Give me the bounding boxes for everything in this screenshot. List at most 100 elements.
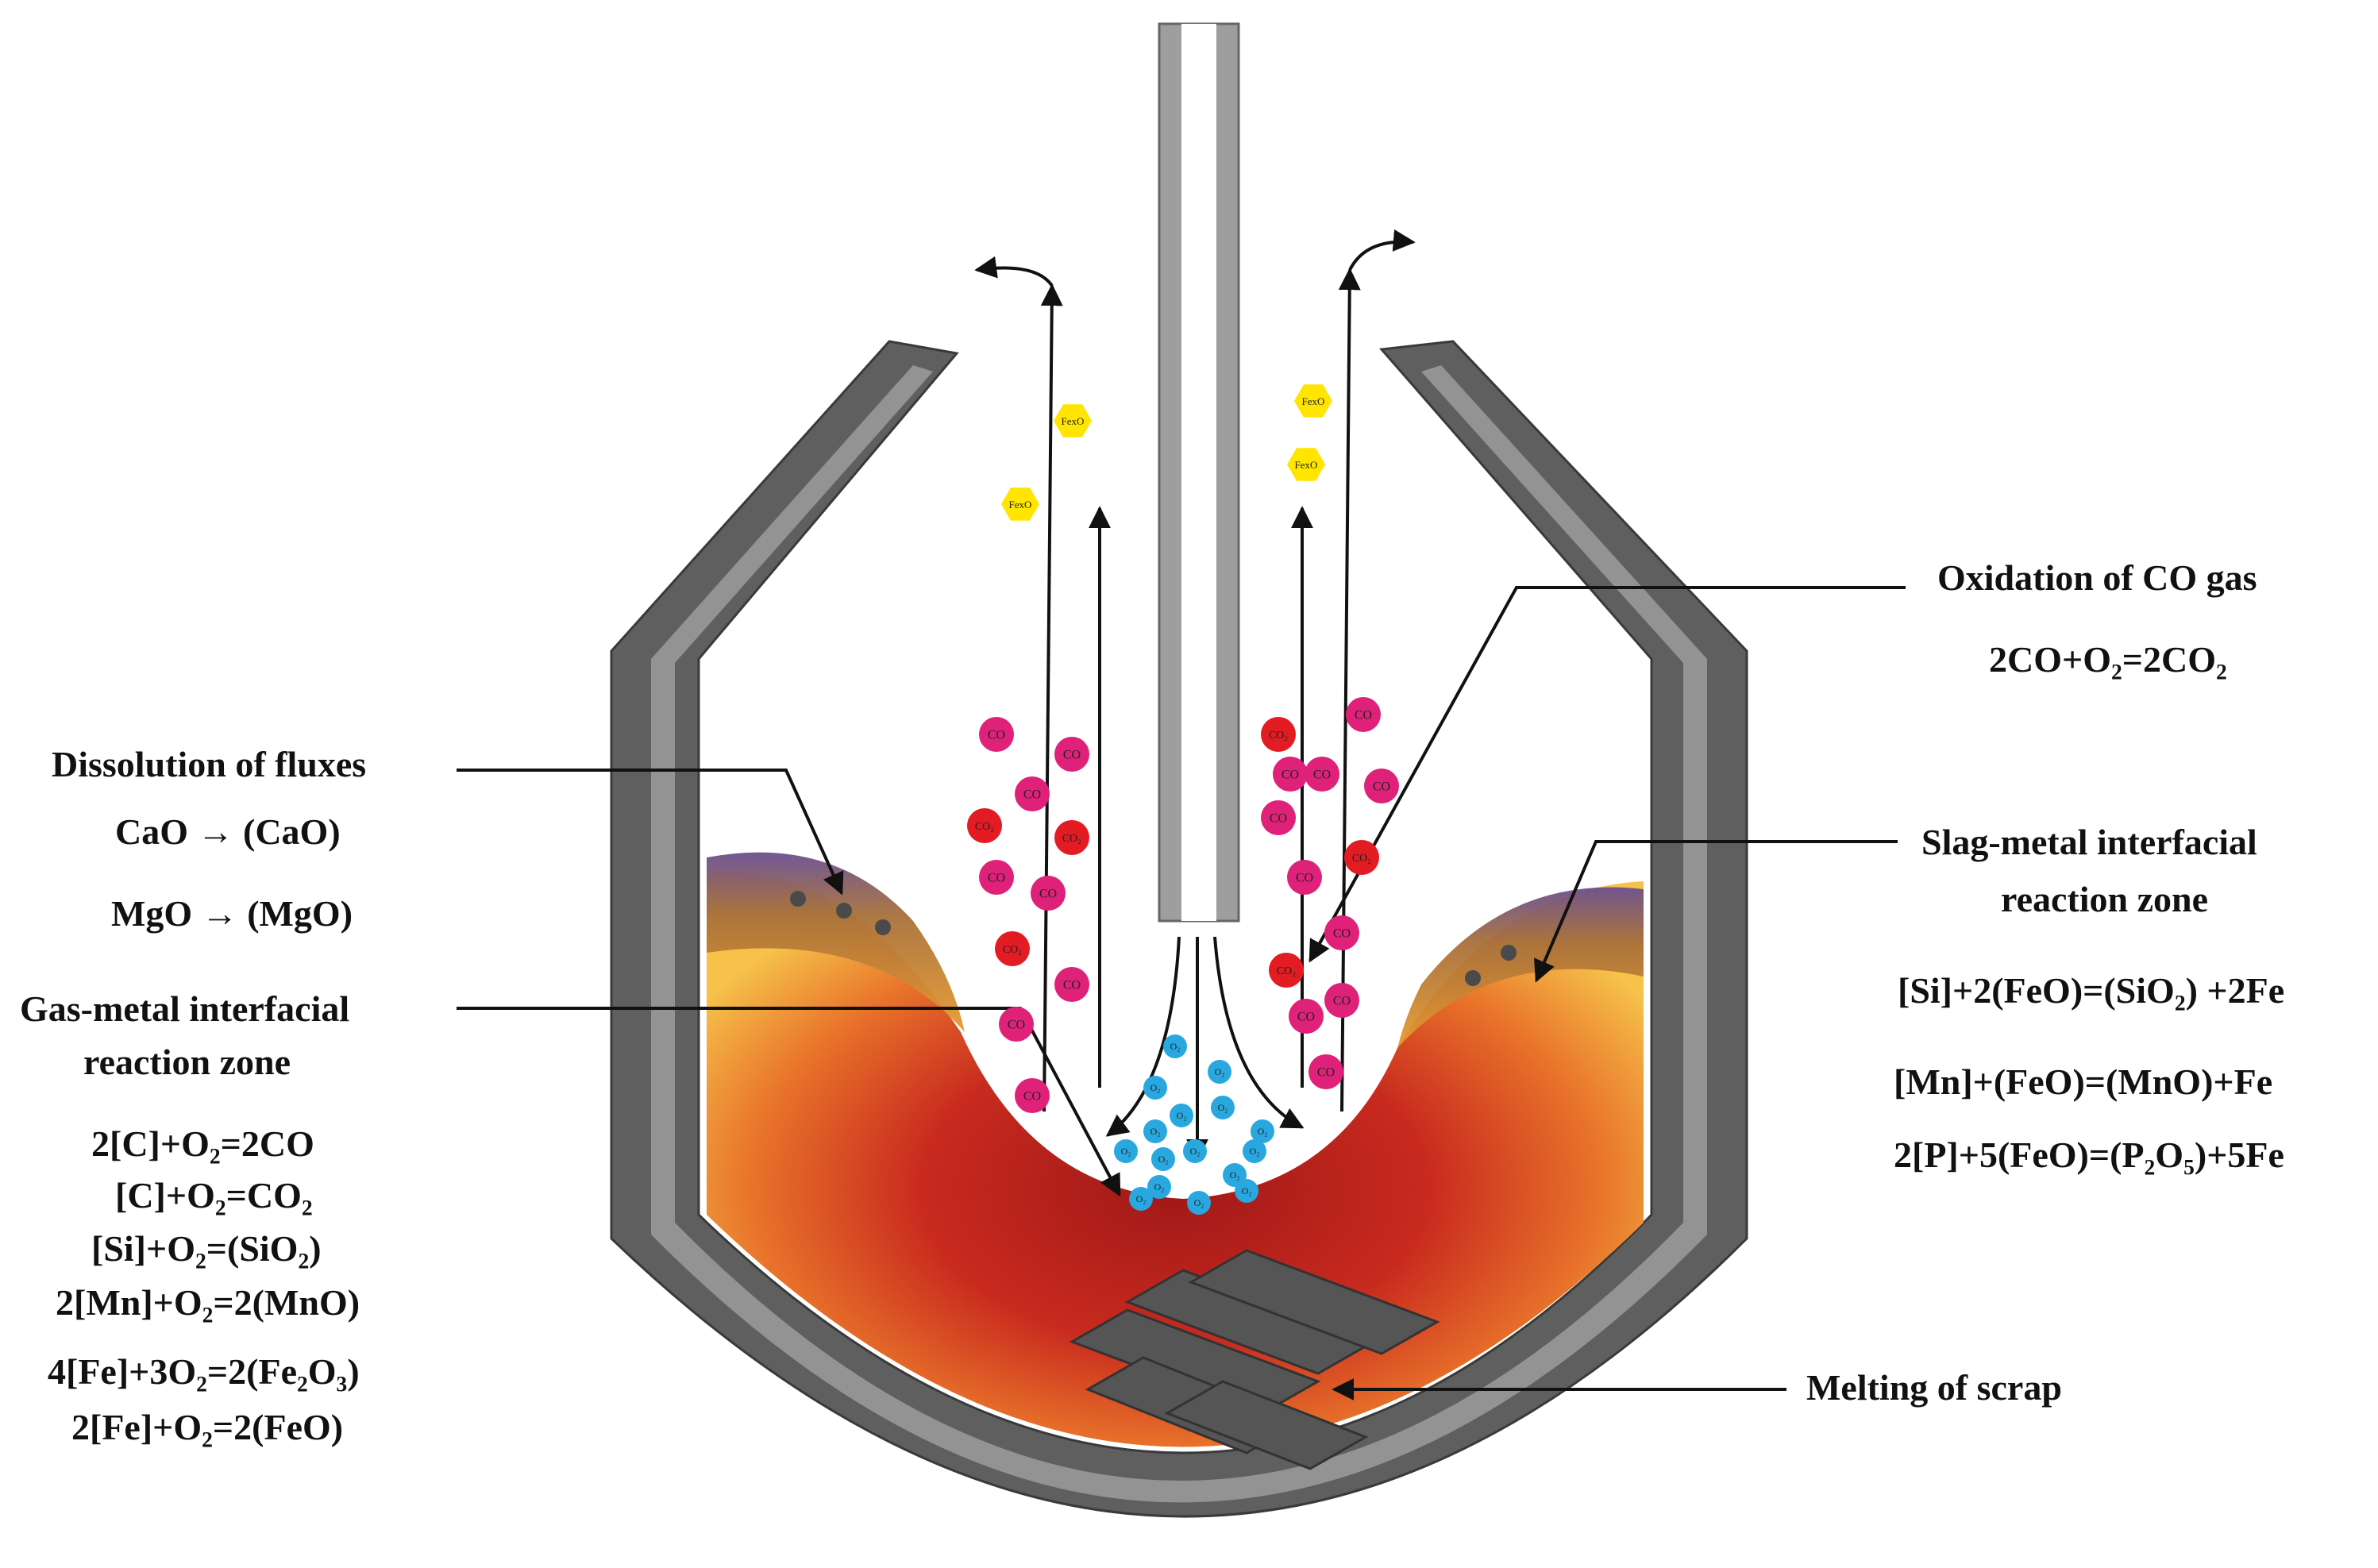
fexo-particle: FexO xyxy=(1001,487,1039,521)
co-particle: CO xyxy=(1324,915,1359,950)
fexo-particle: FexO xyxy=(1287,448,1325,481)
fexo-particle: FexO xyxy=(1054,404,1092,437)
svg-text:CO₂: CO₂ xyxy=(1277,965,1296,977)
cao-equation: CaO → (CaO) xyxy=(115,811,341,852)
svg-text:O₂: O₂ xyxy=(1194,1197,1204,1208)
molten-metal-bath xyxy=(707,872,1644,1447)
fexo-particles: FexO FexO FexO FexO xyxy=(1001,384,1332,521)
eq-fe-fe2o3: 4[Fe]+3O₂=2(Fe₂O₃) xyxy=(48,1351,360,1392)
eq-mn-mno: 2[Mn]+O₂=2(MnO) xyxy=(56,1282,360,1323)
o2-particle: O₂ xyxy=(1151,1147,1175,1171)
svg-text:O₂: O₂ xyxy=(1158,1154,1169,1165)
co-particle: CO xyxy=(1273,757,1308,792)
gas-flow-arrows xyxy=(974,229,1416,1112)
fexo-particle: FexO xyxy=(1294,384,1332,418)
co-particle: CO xyxy=(979,717,1014,752)
svg-text:CO₂: CO₂ xyxy=(1352,853,1371,865)
svg-text:O₂: O₂ xyxy=(1218,1102,1228,1113)
co-particle: CO xyxy=(999,1007,1034,1042)
co-particle: CO xyxy=(1364,769,1399,803)
o2-particle: O₂ xyxy=(1187,1191,1211,1215)
co-particle: CO xyxy=(1305,757,1339,792)
co-particle: CO xyxy=(1015,776,1050,811)
co-particle: CO xyxy=(1287,860,1322,895)
o2-particle: O₂ xyxy=(1147,1175,1171,1199)
svg-text:CO: CO xyxy=(1313,769,1331,782)
svg-text:CO: CO xyxy=(1023,1090,1041,1104)
svg-text:CO₂: CO₂ xyxy=(975,821,994,833)
svg-text:CO: CO xyxy=(988,729,1005,742)
co-oxidation-title: Oxidation of CO gas xyxy=(1937,557,2257,598)
co-particle: CO xyxy=(1308,1054,1343,1089)
eq-c-co: 2[C]+O₂=2CO xyxy=(91,1123,314,1164)
scrap-pieces xyxy=(1069,1249,1440,1470)
eq-c-co2: [C]+O₂=CO₂ xyxy=(115,1175,313,1215)
co-particle: CO xyxy=(1054,737,1089,772)
svg-text:FexO: FexO xyxy=(1302,395,1325,407)
flux-particles xyxy=(790,891,1517,986)
svg-text:CO: CO xyxy=(1355,709,1372,722)
co-particle: CO xyxy=(1015,1078,1050,1113)
svg-text:O₂: O₂ xyxy=(1136,1193,1147,1204)
o2-particle: O₂ xyxy=(1143,1076,1167,1100)
co2-particle: CO₂ xyxy=(1269,953,1304,988)
co2-particle: CO₂ xyxy=(1261,717,1296,752)
svg-text:CO: CO xyxy=(1281,769,1299,782)
co-particles: CO CO CO CO CO CO CO CO CO CO CO CO CO CO CO CO CO CO CO₂ C… xyxy=(967,697,1399,1113)
o2-particle: O₂ xyxy=(1183,1139,1207,1163)
o2-particle: O₂ xyxy=(1251,1119,1274,1143)
mgo-equation: MgO → (MgO) xyxy=(111,893,353,934)
svg-text:O₂: O₂ xyxy=(1150,1126,1161,1137)
svg-text:O₂: O₂ xyxy=(1190,1146,1201,1157)
svg-text:CO₂: CO₂ xyxy=(1269,730,1288,742)
slag-metal-title-line2: reaction zone xyxy=(2001,879,2209,919)
o2-particle: O₂ xyxy=(1243,1139,1266,1163)
svg-text:CO: CO xyxy=(1023,788,1041,802)
eq-si-sio2: [Si]+O₂=(SiO₂) xyxy=(91,1228,322,1269)
eq-mn-feo: [Mn]+(FeO)=(MnO)+Fe xyxy=(1894,1061,2273,1102)
svg-text:CO: CO xyxy=(1297,1011,1315,1024)
slag-layer-right xyxy=(1397,887,1644,1048)
svg-text:CO: CO xyxy=(1296,872,1313,885)
svg-text:O₂: O₂ xyxy=(1242,1185,1252,1196)
co2-particle: CO₂ xyxy=(995,931,1030,966)
co-particle: CO xyxy=(1261,800,1296,835)
svg-text:O₂: O₂ xyxy=(1177,1110,1187,1121)
o2-particle: O₂ xyxy=(1163,1034,1187,1058)
slag-layer-left xyxy=(707,852,965,1032)
co-oxidation-equation: 2CO+O₂=2CO₂ xyxy=(1989,639,2227,680)
svg-text:O₂: O₂ xyxy=(1258,1126,1268,1137)
co2-particle: CO₂ xyxy=(1054,820,1089,855)
svg-text:O₂: O₂ xyxy=(1170,1041,1181,1052)
oxygen-lance xyxy=(1158,22,1240,923)
svg-text:O₂: O₂ xyxy=(1215,1066,1225,1077)
co-particle: CO xyxy=(1289,999,1324,1034)
svg-text:CO: CO xyxy=(1373,780,1390,794)
svg-text:CO₂: CO₂ xyxy=(1003,944,1022,956)
svg-text:O₂: O₂ xyxy=(1121,1146,1131,1157)
svg-text:CO: CO xyxy=(1008,1019,1025,1032)
eq-si-feo: [Si]+2(FeO)=(SiO₂) +2Fe xyxy=(1898,970,2285,1011)
svg-text:CO: CO xyxy=(988,872,1005,885)
o2-particle: O₂ xyxy=(1143,1119,1167,1143)
svg-text:O₂: O₂ xyxy=(1150,1082,1161,1093)
slag-metal-title-line1: Slag-metal interfacial xyxy=(1921,822,2257,862)
eq-fe-feo: 2[Fe]+O₂=2(FeO) xyxy=(71,1407,344,1447)
co2-particle: CO₂ xyxy=(967,808,1002,843)
oxygen-jet-arrows xyxy=(1105,936,1305,1162)
svg-text:CO: CO xyxy=(1333,995,1351,1008)
svg-text:CO: CO xyxy=(1039,888,1057,901)
o2-particle: O₂ xyxy=(1114,1139,1138,1163)
co-particle: CO xyxy=(979,860,1014,895)
co-particle: CO xyxy=(1031,876,1066,911)
o2-particle: O₂ xyxy=(1211,1096,1235,1119)
svg-text:FexO: FexO xyxy=(1295,459,1318,471)
svg-text:FexO: FexO xyxy=(1062,415,1085,427)
o2-particle: O₂ xyxy=(1129,1187,1153,1211)
svg-text:CO: CO xyxy=(1063,979,1081,992)
svg-text:O₂: O₂ xyxy=(1230,1169,1240,1181)
svg-text:CO: CO xyxy=(1317,1066,1335,1080)
svg-text:CO: CO xyxy=(1063,749,1081,762)
